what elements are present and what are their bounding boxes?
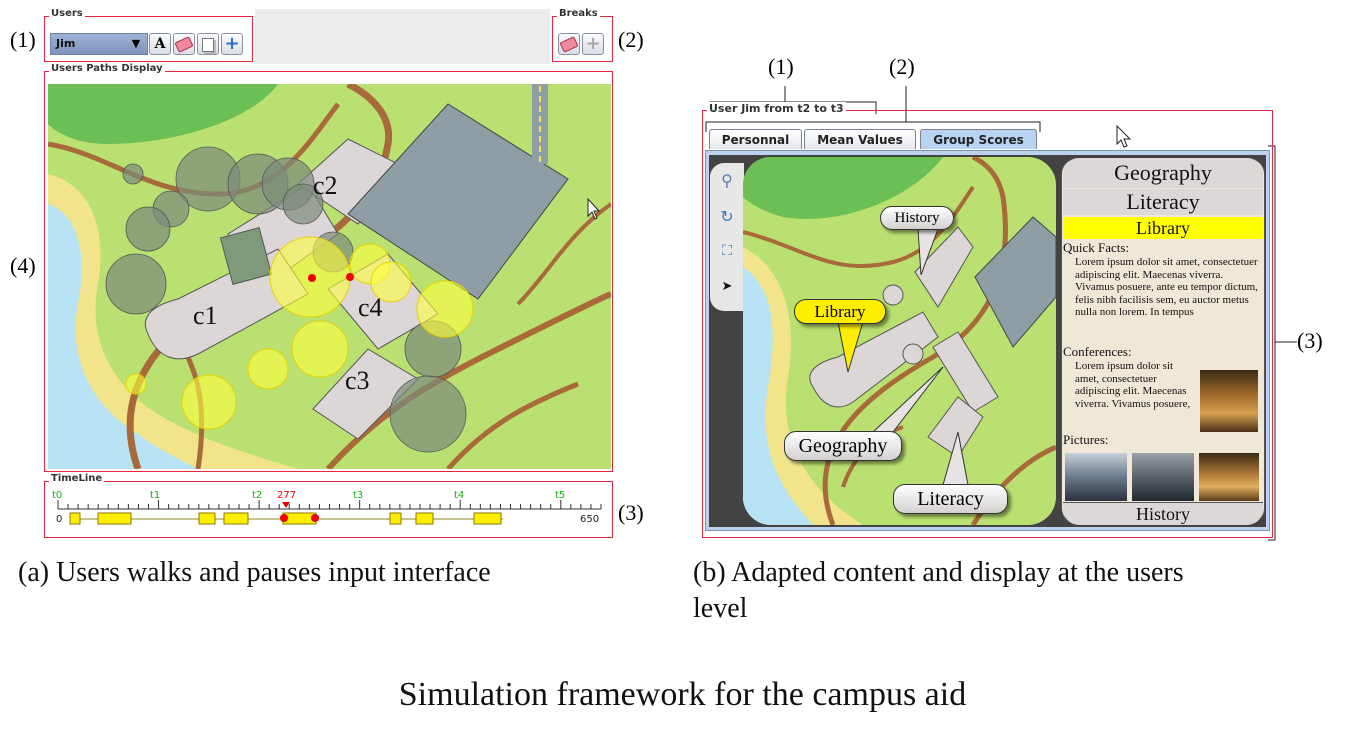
info-footer-history[interactable]: History (1063, 502, 1263, 525)
info-selected-library[interactable]: Library (1063, 217, 1263, 239)
timeline-cursor[interactable] (282, 502, 290, 508)
pointer-cursor-icon (1116, 124, 1132, 148)
breaks-group: Breaks + (552, 8, 613, 62)
users-paths-group: Users Paths Display (44, 63, 613, 472)
users-group-label: Users (49, 8, 85, 19)
bubble-literacy[interactable]: Literacy (893, 484, 1008, 514)
conferences-text: Lorem ipsum dolor sit amet, consectetuer… (1075, 360, 1191, 410)
conferences-title: Conferences: (1063, 344, 1132, 359)
tick-t1: t1 (150, 490, 160, 501)
user-detail-label: User Jim from t2 to t3 (707, 102, 846, 115)
timeline-label: TimeLine (49, 473, 105, 484)
bubble-library[interactable]: Library (794, 299, 886, 324)
info-head-geography[interactable]: Geography (1063, 158, 1263, 188)
tab-group-scores[interactable]: Group Scores (920, 129, 1037, 149)
picture-2[interactable] (1132, 453, 1194, 501)
eraser-button[interactable] (173, 33, 195, 55)
add-user-button[interactable]: + (221, 33, 243, 55)
conference-photo (1200, 370, 1258, 432)
tick-t3: t3 (353, 490, 363, 501)
user-detail-group: User Jim from t2 to t3 (702, 102, 1273, 538)
copy-button[interactable] (197, 33, 219, 55)
side-toolbar: ⚲ ↻ ⛶ ➤ (710, 163, 744, 311)
right-callout-3: (3) (1297, 328, 1323, 353)
tick-t2: t2 (252, 490, 262, 501)
bubble-pointers (837, 228, 969, 486)
quick-facts-text: Lorem ipsum dolor sit amet, consectetuer… (1075, 256, 1258, 318)
callout-2: (2) (618, 27, 644, 52)
building-label-c3: c3 (345, 366, 370, 395)
fit-icon[interactable]: ⛶ (722, 243, 732, 259)
users-paths-label: Users Paths Display (49, 63, 165, 74)
tick-t5: t5 (555, 490, 565, 501)
timeline[interactable]: 277 t0 t1 t2 t3 t4 t5 0 650 (48, 487, 610, 535)
timeline-group: TimeLine (44, 473, 613, 538)
add-break-button[interactable]: + (582, 33, 604, 55)
tab-personnal[interactable]: Personnal (709, 129, 802, 149)
caption-b-line1: (b) Adapted content and display at the u… (693, 557, 1184, 588)
pointer-icon[interactable]: ➤ (721, 279, 733, 294)
chevron-down-icon[interactable]: ▼ (131, 37, 141, 50)
callout-1: (1) (10, 27, 36, 52)
building-label-c2: c2 (313, 171, 338, 200)
building-label-c4: c4 (358, 293, 383, 322)
users-group: Users Jim ▼ A + (44, 8, 253, 62)
bubble-history[interactable]: History (880, 206, 954, 230)
caption-a: (a) Users walks and pauses input interfa… (18, 557, 491, 588)
right-callout-2: (2) (889, 54, 915, 79)
cursor-icon (587, 197, 601, 220)
users-paths-map[interactable]: c1 c2 c3 c4 (48, 84, 611, 469)
refresh-icon[interactable]: ↻ (720, 207, 734, 226)
quick-facts-title: Quick Facts: (1063, 240, 1130, 255)
bubble-geography[interactable]: Geography (784, 431, 902, 461)
caption-b-line2: level (693, 593, 748, 624)
font-button[interactable]: A (149, 33, 171, 55)
toolbar-spacer (255, 9, 550, 64)
picture-1[interactable] (1065, 453, 1127, 501)
building-label-c1: c1 (193, 301, 218, 330)
copy-icon (202, 38, 214, 52)
tick-t0: t0 (52, 490, 62, 501)
detail-map[interactable] (743, 157, 1056, 525)
picture-3[interactable] (1199, 453, 1259, 501)
timeline-max: 650 (580, 514, 599, 525)
right-callout-1: (1) (768, 54, 794, 79)
tick-t4: t4 (454, 490, 464, 501)
break-eraser-button[interactable] (558, 33, 580, 55)
main-caption: Simulation framework for the campus aid (398, 676, 967, 713)
info-head-literacy[interactable]: Literacy (1063, 189, 1263, 215)
eraser-icon (174, 36, 194, 53)
timeline-min: 0 (56, 514, 62, 525)
callout-3: (3) (618, 500, 644, 525)
pictures-title: Pictures: (1063, 432, 1109, 447)
zoom-icon[interactable]: ⚲ (721, 171, 733, 190)
eraser-icon (559, 36, 579, 53)
callout-4: (4) (10, 253, 36, 278)
breaks-group-label: Breaks (557, 8, 600, 19)
user-select-value: Jim (56, 37, 76, 50)
user-select[interactable]: Jim ▼ (50, 33, 148, 55)
tab-mean-values[interactable]: Mean Values (804, 129, 916, 149)
timeline-current: 277 (277, 490, 296, 501)
